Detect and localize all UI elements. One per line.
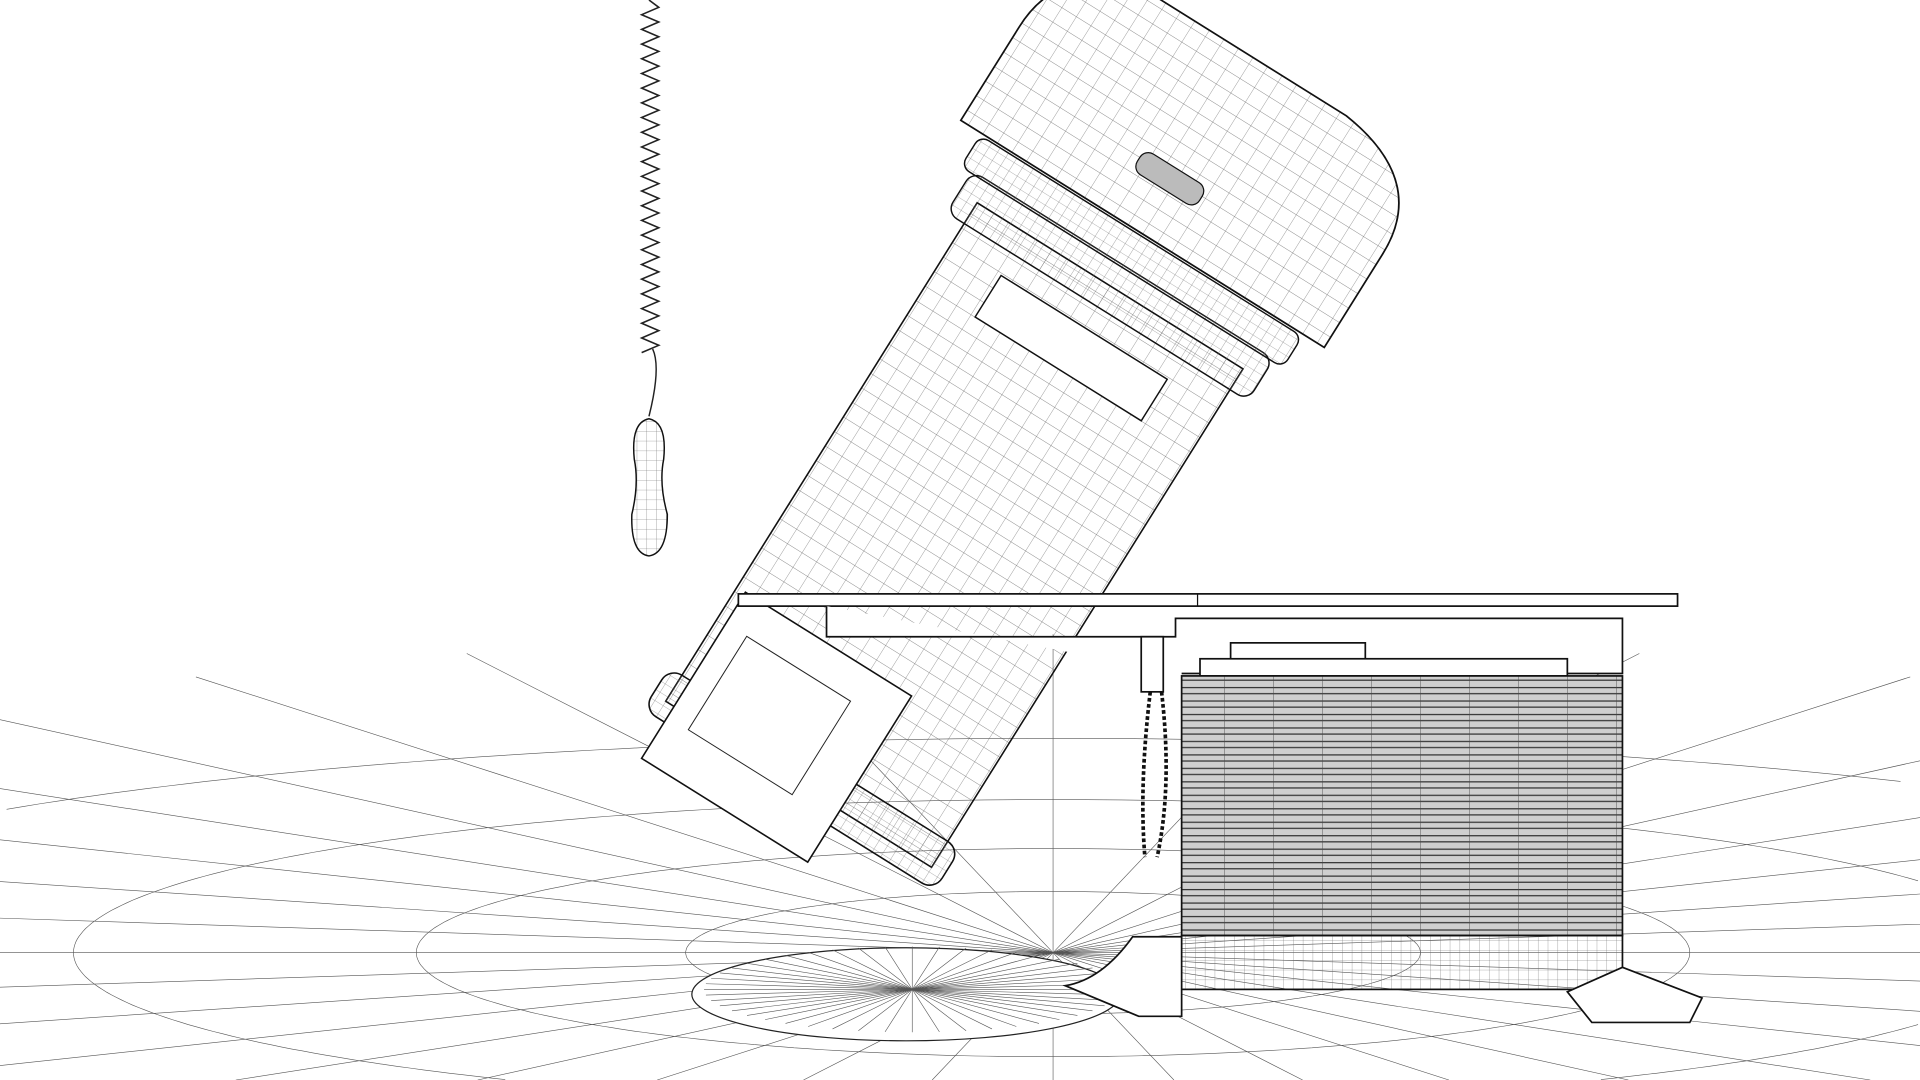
couch-underframe — [825, 606, 1624, 675]
disk-ray — [912, 955, 1040, 990]
disk-ray — [808, 989, 913, 1027]
gantry — [640, 0, 1400, 886]
pendant-controller — [631, 0, 669, 557]
disk-ray — [731, 989, 913, 1012]
disk-ray — [719, 989, 913, 1007]
disk-ray — [911, 989, 940, 1033]
disk-ray — [785, 955, 913, 990]
floor-radial-line — [0, 788, 1054, 953]
floor-radial-line — [0, 881, 1054, 953]
disk-ray — [912, 977, 1114, 990]
disk-ray — [912, 949, 993, 990]
disk-ray — [912, 989, 1017, 1027]
disk-ray — [912, 963, 1078, 990]
gantry-neck — [963, 138, 1300, 365]
collimator-panel — [640, 591, 913, 864]
pendant-coiled-cable — [639, 0, 661, 354]
disk-ray — [705, 989, 913, 996]
disk-ray — [719, 972, 913, 990]
disk-ray — [832, 989, 913, 1030]
disk-ray — [912, 989, 1060, 1020]
disk-ray — [912, 989, 1105, 1007]
disk-ray — [912, 989, 993, 1030]
disk-ray — [764, 958, 913, 990]
couch-foot-right — [1565, 966, 1704, 1024]
disk-ray — [912, 989, 967, 1032]
couch-bellows — [1180, 675, 1624, 937]
disk-ray — [808, 951, 913, 990]
turntable-rays — [704, 946, 1121, 1033]
disk-ray — [912, 989, 1078, 1016]
disk-ray — [832, 949, 913, 990]
disk-ray — [858, 947, 913, 990]
pendant-wire — [648, 348, 657, 417]
floor-ring — [73, 799, 1919, 1080]
disk-ray — [711, 977, 913, 990]
couch-top — [737, 593, 1679, 607]
disk-ray — [785, 989, 913, 1024]
floor-radial-line — [0, 719, 1054, 953]
couch-foot-left — [1062, 935, 1183, 1018]
gantry-slot — [974, 274, 1169, 422]
head-badge — [1135, 151, 1205, 206]
collimator-inner — [687, 635, 852, 796]
disk-ray — [705, 983, 913, 990]
disk-ray — [912, 947, 967, 990]
couch-connector — [1140, 635, 1165, 693]
disk-ray — [912, 989, 1093, 1012]
disk-ray — [912, 958, 1060, 990]
disk-ray — [912, 951, 1017, 990]
floor-radial-line — [0, 917, 1054, 953]
disk-ray — [912, 972, 1105, 990]
disk-ray — [747, 963, 913, 990]
floor-radial-line — [0, 839, 1054, 953]
disk-ray — [912, 989, 1114, 1001]
disk-ray — [912, 989, 1040, 1024]
disk-ray — [747, 989, 913, 1016]
disk-ray — [731, 967, 913, 990]
disk-ray — [884, 989, 913, 1033]
disk-ray — [912, 967, 1093, 990]
couch-cables — [1141, 636, 1168, 858]
couch-base — [1180, 934, 1624, 991]
disk-ray — [884, 946, 913, 990]
couch-plate-2 — [1199, 657, 1569, 677]
disk-ray — [711, 989, 913, 1001]
treatment-couch — [737, 593, 1704, 1024]
disk-ray — [911, 946, 940, 990]
disk-ray — [764, 989, 913, 1020]
gantry-head-dome — [959, 0, 1400, 349]
disk-ray — [858, 989, 913, 1032]
pendant-handle — [631, 418, 669, 557]
